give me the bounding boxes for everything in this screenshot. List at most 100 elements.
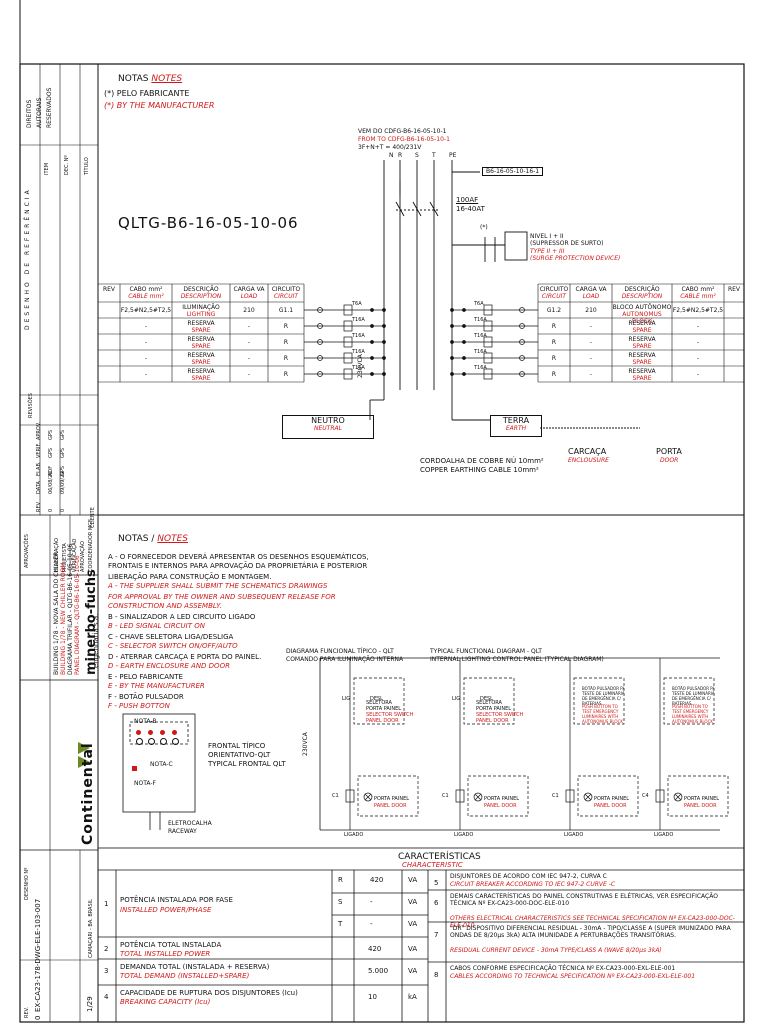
right-header-pt: CABO mm² — [681, 286, 715, 293]
char-phase-val: - — [370, 898, 373, 906]
rev-header: DATA — [36, 481, 42, 494]
selector-switch-icon — [148, 738, 155, 745]
approvals-label: APROVAÇÕES — [24, 534, 30, 568]
spd-line2: (SUPRESSOR DE SURTO) — [530, 240, 604, 247]
functional-subtitle-pt: COMANDO PARA ILUMINAÇÃO INTERNA — [286, 656, 404, 663]
functional-title-pt: DIAGRAMA FUNCIONAL TÍPICO - QLT — [286, 648, 394, 655]
char-note-en: OTHERS ELECTRICAL CHARACTERISTICS SEE TE… — [450, 915, 735, 929]
lamp-label-en: PANEL DOOR — [374, 803, 407, 809]
left-header-en: DESCRIPTION — [180, 293, 222, 300]
rev-header: APROV. — [36, 421, 42, 440]
tray-pt: ELETROCALHA — [168, 820, 212, 827]
left-row-circuit: R — [283, 339, 289, 346]
drawing-number-label: DESENHO Nº — [24, 867, 30, 900]
lamp-label-en: PANEL DOOR — [484, 803, 517, 809]
char-note-pt: DISJUNTORES DE ACORDO COM IEC 947-2, CUR… — [450, 873, 607, 880]
title-line-1: BUILDING 1/78 - NOVA SALA DO CHILLER — [53, 551, 60, 675]
lamp-label-en: PANEL DOOR — [684, 803, 717, 809]
rights-label: DIREITOS — [26, 99, 33, 128]
notes-top-line1: (*) PELO FABRICANTE — [104, 89, 190, 98]
nota-f-label: NOTA-F — [134, 780, 156, 787]
desl-label: DESL — [480, 696, 493, 702]
push-label-en: PUSH BOTTON TO TEST EMERGENCY LUMINAIRES… — [672, 704, 713, 724]
on-label: LIGADO — [564, 832, 584, 838]
breaker-tag-right: T16A — [474, 349, 487, 355]
note-item: D - EARTH ENCLOSURE AND DOOR — [108, 662, 230, 670]
right-row-circuit: G1.2 — [546, 307, 562, 314]
company-sub: engenharia s.a. — [92, 613, 100, 668]
rev-cell: GPS — [60, 429, 66, 440]
char-phase-unit: VA — [408, 898, 418, 906]
frontal-line3: TYPICAL FRONTAL QLT — [208, 760, 286, 768]
push-button-icon — [132, 766, 137, 771]
note-item: FRONTAIS E INTERNOS PARA APROVAÇÃO DA PR… — [108, 562, 368, 570]
client-logo: Continental — [80, 742, 96, 845]
char-row-n: 2 — [104, 945, 109, 953]
char-row-unit: VA — [408, 967, 418, 975]
breaker-tag-right: T16A — [474, 317, 487, 323]
right-row-cable: - — [696, 355, 700, 362]
title-line-4: PANEL DIAGRAM - QLTG-B6-16-05-10-06 — [74, 555, 81, 675]
selector-pt2: PORTA PAINEL — [476, 706, 512, 712]
lamp-tag: C1 — [552, 793, 559, 799]
left-row-desc-pt: RESERVA — [187, 320, 215, 327]
left-row-circuit: G1.1 — [278, 307, 294, 314]
earth-bar: TERRA EARTH — [490, 415, 542, 437]
note-item: FOR APPROVAL BY THE OWNER AND SUBSEQUENT… — [108, 593, 336, 601]
note-item: A - O FORNECEDOR DEVERÁ APRESENTAR OS DE… — [108, 553, 369, 561]
char-phase-val: - — [370, 920, 373, 928]
left-header-pt: CARGA VA — [233, 286, 265, 293]
bus-tag: B6-16-05-10-16-1 — [482, 167, 544, 176]
lamp-label-pt: PORTA PAINEL — [374, 796, 410, 802]
authors-label: AUTORAIS — [36, 97, 43, 129]
phase-label: R — [398, 152, 403, 159]
breaker-tag-right: T6A — [474, 301, 484, 307]
selector-switch-icon — [172, 738, 179, 745]
right-header-pt: CIRCUITO — [539, 286, 569, 293]
char-note-en: CABLES ACCORDING TO TECHNICAL SPECIFICAT… — [450, 973, 696, 980]
indicator-lamp-icon — [160, 730, 165, 735]
on-label: LIGADO — [654, 832, 674, 838]
lamp-tag: C4 — [642, 793, 649, 799]
enclosure-label-pt: CARCAÇA — [568, 447, 607, 456]
left-row-cable: - — [144, 371, 148, 378]
right-header-en: CABLE mm² — [680, 293, 716, 300]
title-line-3: DIAGRAMA TRIFILAR - QLTG-B6-16-05-10-06 — [67, 543, 74, 675]
char-phase-unit: VA — [408, 920, 418, 928]
phase-label: S — [415, 152, 419, 159]
rev-header: ELAB. — [36, 461, 42, 477]
feed-from-en: FROM TO CDFG-B6-16-05-10-1 — [358, 136, 450, 143]
breaker-tag-left: T16A — [352, 333, 365, 339]
right-header-en: DESCRIPTION — [621, 293, 663, 300]
left-header-pt: CABO mm² — [129, 286, 163, 293]
right-header-en: CIRCUIT — [541, 293, 567, 300]
left-row-desc-en: SPARE — [191, 359, 211, 366]
note-item: B - LED SIGNAL CIRCUIT ON — [108, 622, 205, 630]
char-row-val: 5.000 — [368, 967, 389, 975]
panel-id: QLTG-B6-16-05-10-06 — [118, 214, 299, 232]
char-note-pt: DEMAIS CARACTERÍSTICAS DO PAINEL CONSTRU… — [450, 893, 718, 907]
right-row-desc-en: SPARE — [632, 327, 652, 334]
door-label-en: DOOR — [660, 457, 679, 464]
left-header-en: LOAD — [240, 293, 258, 300]
right-row-load: - — [589, 339, 593, 346]
rev-cell: GPS — [60, 465, 66, 476]
char-row-n: 1 — [104, 900, 109, 908]
right-row-cable: - — [696, 339, 700, 346]
notes-bottom-title: NOTAS / NOTES — [118, 534, 188, 544]
char-phase: S — [338, 898, 343, 906]
liga-label: LIG — [342, 696, 351, 702]
char-row-pt: POTÊNCIA INSTALADA POR FASE — [120, 896, 233, 904]
right-row-load: - — [589, 355, 593, 362]
selector-en: SELECTOR SWITCH — [366, 712, 414, 718]
right-row-cable: F2,5#N2,5#T2,5 — [672, 307, 724, 314]
lamp-label-pt: PORTA PAINEL — [684, 796, 720, 802]
note-item: E - PELO FABRICANTE — [108, 673, 183, 681]
